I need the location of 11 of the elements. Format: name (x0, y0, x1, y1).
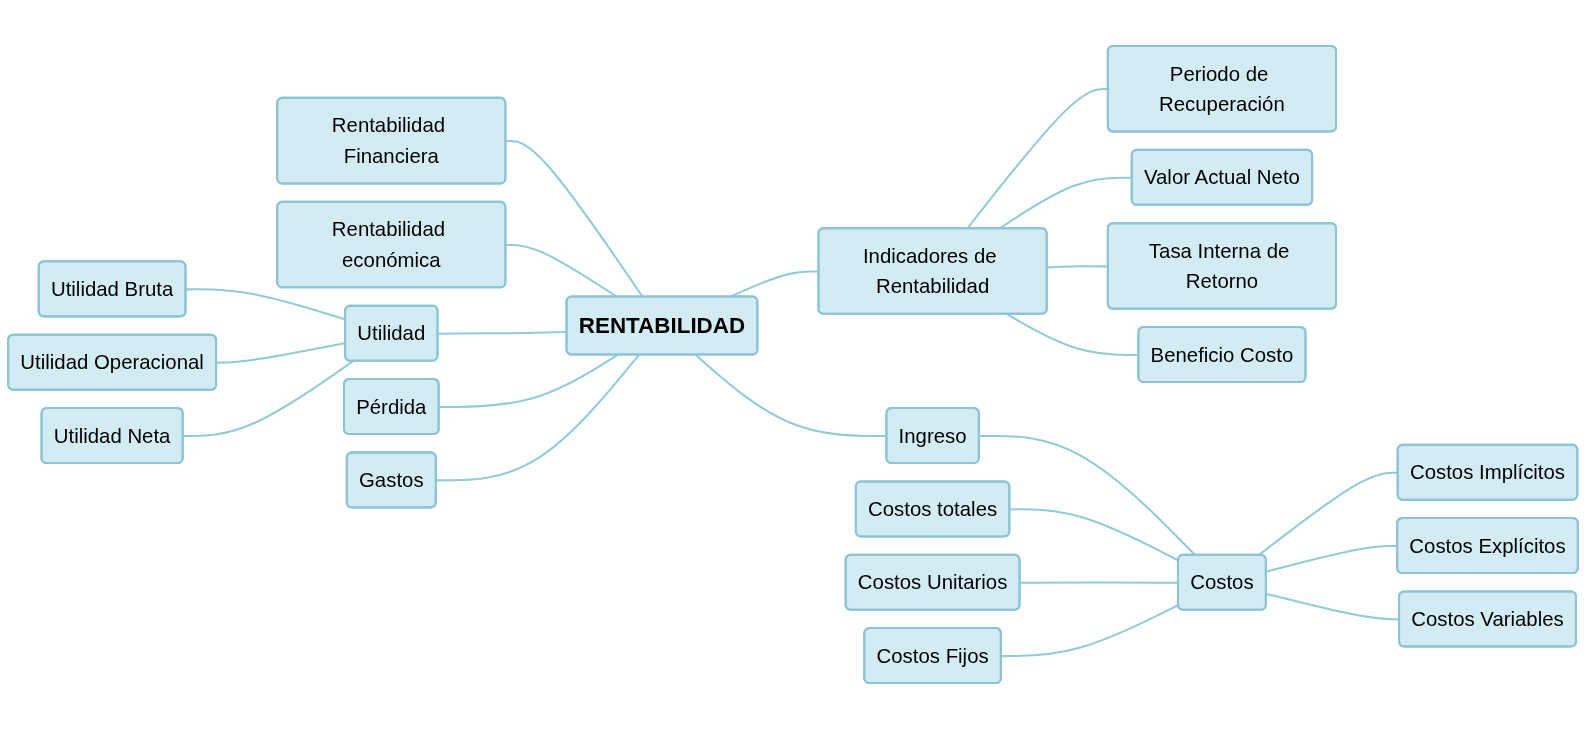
connector (695, 354, 887, 438)
connector (186, 288, 346, 321)
connector (1006, 313, 1139, 357)
connector (183, 360, 354, 438)
connector (1009, 508, 1179, 562)
connector (1266, 592, 1400, 621)
connector (216, 341, 346, 364)
connector (1266, 544, 1398, 573)
connector (436, 354, 640, 482)
connector (1001, 604, 1179, 658)
connector (439, 354, 618, 409)
